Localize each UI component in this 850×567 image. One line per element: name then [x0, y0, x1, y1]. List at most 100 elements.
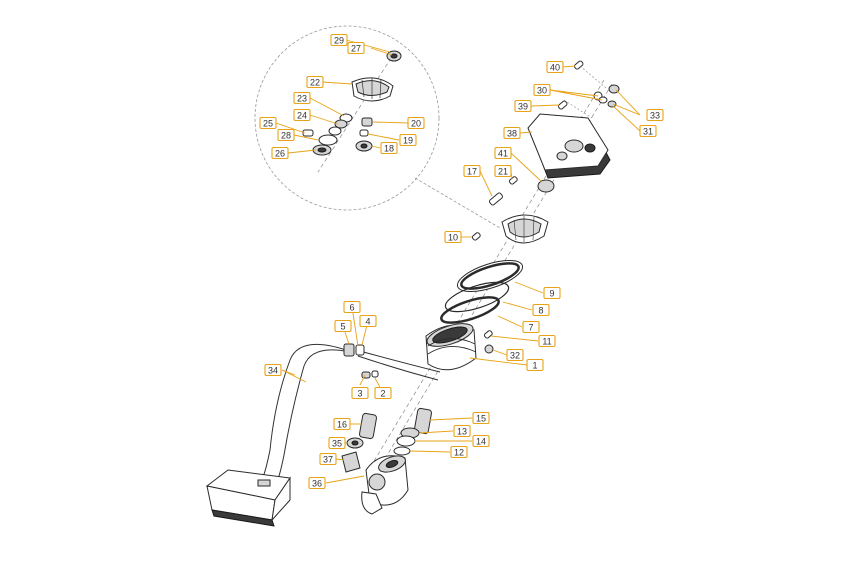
- callout-box: [646, 108, 664, 122]
- callout-6: 6: [343, 300, 361, 314]
- part-10-spider-cover: [471, 214, 549, 244]
- callout-box: [259, 116, 277, 130]
- callout-box: [538, 334, 556, 348]
- callout-31: 31: [639, 124, 657, 138]
- callout-box: [271, 146, 289, 160]
- callout-number: 8: [538, 306, 543, 316]
- callout-number: 38: [507, 129, 517, 139]
- callout-35: 35: [328, 436, 346, 450]
- callout-box: [514, 99, 532, 113]
- callout-box: [374, 386, 392, 400]
- callout-box: [526, 358, 544, 372]
- callout-30: 30: [533, 83, 551, 97]
- callout-box: [503, 126, 521, 140]
- callout-number: 7: [528, 323, 533, 333]
- callout-box: [472, 434, 490, 448]
- callout-19: 19: [399, 133, 417, 147]
- callout-number: 20: [411, 119, 421, 129]
- callout-number: 40: [550, 63, 560, 73]
- part-1-main-housing: [425, 323, 494, 371]
- callout-12: 12: [450, 445, 468, 459]
- callout-box: [380, 141, 398, 155]
- callout-number: 16: [337, 420, 347, 430]
- callout-box: [293, 91, 311, 105]
- callout-box: [444, 230, 462, 244]
- callout-number: 3: [357, 389, 362, 399]
- callout-11: 11: [538, 334, 556, 348]
- callout-box: [494, 146, 512, 160]
- callout-number: 14: [476, 437, 486, 447]
- callout-32: 32: [506, 348, 524, 362]
- callout-box: [293, 108, 311, 122]
- callout-box: [453, 424, 471, 438]
- controller-box: [205, 469, 291, 527]
- callout-8: 8: [532, 303, 550, 317]
- callout-box: [407, 116, 425, 130]
- callout-number: 36: [312, 479, 322, 489]
- part-25-26-28-valve: [302, 129, 338, 156]
- callout-33: 33: [646, 108, 664, 122]
- callout-5: 5: [334, 319, 352, 333]
- callout-21: 21: [494, 164, 512, 178]
- callout-40: 40: [546, 60, 564, 74]
- callout-box: [463, 164, 481, 178]
- callout-number: 18: [384, 144, 394, 154]
- leader-lines: [275, 39, 641, 484]
- callout-number: 10: [448, 233, 458, 243]
- callout-20: 20: [407, 116, 425, 130]
- callout-number: 6: [349, 303, 354, 313]
- callout-2: 2: [374, 386, 392, 400]
- callout-number: 27: [351, 44, 361, 54]
- callout-box: [277, 128, 295, 142]
- callout-17: 17: [463, 164, 481, 178]
- callout-41: 41: [494, 146, 512, 160]
- callout-number: 39: [518, 102, 528, 112]
- callout-box: [330, 33, 348, 47]
- callout-number: 25: [263, 119, 273, 129]
- part-34-hoses: [261, 343, 441, 486]
- callout-23: 23: [293, 91, 311, 105]
- callout-box: [399, 133, 417, 147]
- part-38-control-panel: [527, 113, 611, 179]
- part-7-8-9-rings: [440, 259, 524, 324]
- callout-box: [308, 476, 326, 490]
- callout-box: [450, 445, 468, 459]
- callout-26: 26: [271, 146, 289, 160]
- callout-10: 10: [444, 230, 462, 244]
- callout-box: [472, 411, 490, 425]
- callout-number: 13: [457, 427, 467, 437]
- callout-15: 15: [472, 411, 490, 425]
- callout-number: 35: [332, 439, 342, 449]
- callout-box: [351, 386, 369, 400]
- callout-box: [546, 60, 564, 74]
- detail-magnifier: [254, 25, 501, 229]
- callout-box: [359, 314, 377, 328]
- callout-number: 34: [268, 366, 278, 376]
- callout-22: 22: [306, 75, 324, 89]
- callout-number: 21: [498, 167, 508, 177]
- callout-1: 1: [526, 358, 544, 372]
- callout-number: 24: [297, 111, 307, 121]
- callout-number: 30: [537, 86, 547, 96]
- callout-36: 36: [308, 476, 326, 490]
- part-30-31-33-39-40-screws: [557, 60, 620, 119]
- callout-box: [328, 436, 346, 450]
- part-36-pump: [361, 455, 409, 515]
- callout-25: 25: [259, 116, 277, 130]
- callout-box: [333, 417, 351, 431]
- callout-box: [264, 363, 282, 377]
- part-18-19-20-fittings: [355, 117, 373, 152]
- callout-box: [494, 164, 512, 178]
- callout-4: 4: [359, 314, 377, 328]
- callout-number: 28: [281, 131, 291, 141]
- callout-16: 16: [333, 417, 351, 431]
- callout-24: 24: [293, 108, 311, 122]
- callout-37: 37: [319, 452, 337, 466]
- callout-27: 27: [347, 41, 365, 55]
- part-12-16-lower-fittings: [341, 407, 433, 473]
- callout-number: 23: [297, 94, 307, 104]
- callout-number: 32: [510, 351, 520, 361]
- callout-box: [532, 303, 550, 317]
- callout-number: 1: [532, 361, 537, 371]
- callout-number: 15: [476, 414, 486, 424]
